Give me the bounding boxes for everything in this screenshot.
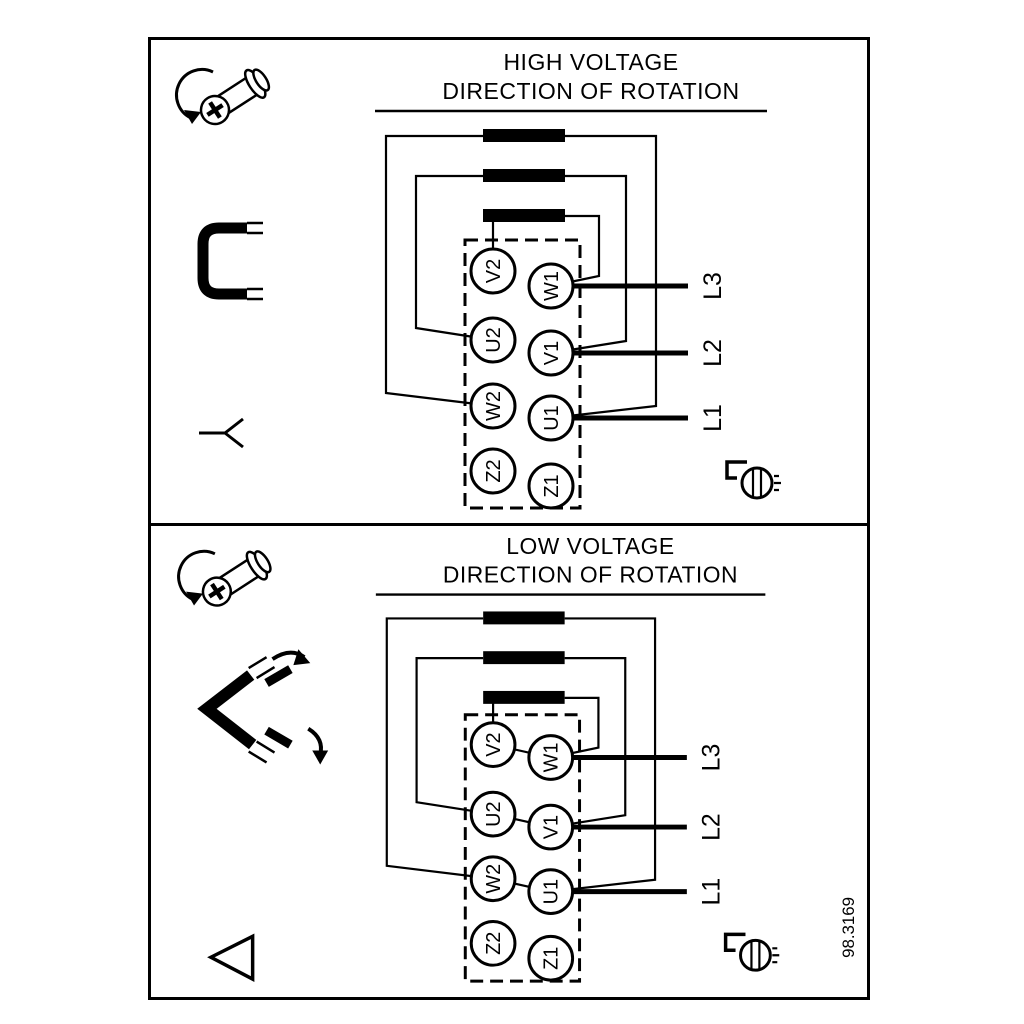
panel-high-voltage: HIGH VOLTAGE DIRECTION OF ROTATION L3 (175, 49, 781, 510)
diagram-frame: HIGH VOLTAGE DIRECTION OF ROTATION L3 (148, 37, 870, 1000)
delta-link-icon (197, 649, 329, 765)
svg-text:U2: U2 (483, 327, 505, 353)
terminal-board (463, 713, 582, 983)
winding-bars (483, 611, 565, 704)
svg-text:W1: W1 (541, 271, 563, 301)
panel-subtitle: DIRECTION OF ROTATION (443, 562, 738, 588)
supply-label-l1: L1 (699, 878, 726, 906)
terminal-w1: W1 (527, 734, 575, 781)
terminal-z1: Z1 (527, 934, 575, 982)
svg-text:U1: U1 (541, 405, 563, 431)
winding-wires (384, 134, 658, 420)
svg-text:Z2: Z2 (483, 932, 505, 955)
terminal-w2: W2 (469, 855, 517, 903)
svg-text:U1: U1 (541, 879, 563, 904)
terminal-v1: V1 (527, 329, 575, 377)
svg-text:Z1: Z1 (541, 947, 563, 970)
supply-label-l2: L2 (699, 813, 726, 841)
terminal-v1: V1 (527, 803, 575, 851)
screw-rotation-icon (175, 68, 271, 126)
svg-text:U2: U2 (483, 801, 505, 826)
supply-label-l2: L2 (699, 339, 727, 367)
terminal-screw-icon (725, 460, 781, 500)
terminal-w2: W2 (469, 382, 517, 430)
winding-bar-2 (483, 651, 565, 665)
terminal-board (463, 238, 582, 510)
terminal-z2: Z2 (469, 919, 517, 967)
terminal-screw-icon (723, 932, 780, 972)
panel-subtitle: DIRECTION OF ROTATION (442, 78, 739, 104)
svg-text:Z1: Z1 (541, 474, 563, 497)
winding-bars (483, 129, 565, 222)
terminal-w1: W1 (527, 262, 575, 310)
winding-bar-2 (483, 169, 565, 182)
winding-bar-3 (483, 690, 565, 704)
terminal-u2: U2 (469, 316, 517, 364)
svg-text:W2: W2 (483, 391, 505, 421)
terminal-u1: U1 (527, 868, 575, 916)
panel-title: HIGH VOLTAGE (503, 49, 678, 75)
winding-bar-3 (483, 209, 565, 222)
supply-label-l1: L1 (699, 404, 727, 432)
terminal-z2: Z2 (469, 447, 517, 495)
svg-text:W1: W1 (541, 743, 563, 773)
figure-number: 98.3169 (839, 897, 858, 958)
svg-text:Z2: Z2 (483, 459, 505, 482)
panel-low-voltage: LOW VOLTAGE DIRECTION OF ROTATION (151, 523, 867, 983)
svg-text:V1: V1 (541, 815, 563, 839)
supply-label-l3: L3 (699, 744, 726, 772)
terminal-v2: V2 (469, 721, 517, 768)
terminal-u1: U1 (527, 394, 575, 442)
terminal-v2: V2 (469, 247, 517, 295)
delta-symbol (207, 933, 255, 982)
svg-text:W2: W2 (483, 864, 505, 894)
panel-title: LOW VOLTAGE (506, 533, 674, 559)
svg-text:V1: V1 (541, 341, 563, 365)
svg-text:V2: V2 (483, 732, 505, 756)
supply-label-l3: L3 (699, 272, 727, 300)
star-symbol (199, 417, 244, 449)
winding-bar-1 (483, 611, 565, 625)
winding-bar-1 (483, 129, 565, 142)
terminal-z1: Z1 (527, 462, 575, 510)
screw-rotation-icon (177, 549, 272, 607)
terminal-link-icon (197, 221, 263, 301)
svg-text:V2: V2 (483, 259, 505, 283)
terminal-u2: U2 (469, 790, 517, 838)
